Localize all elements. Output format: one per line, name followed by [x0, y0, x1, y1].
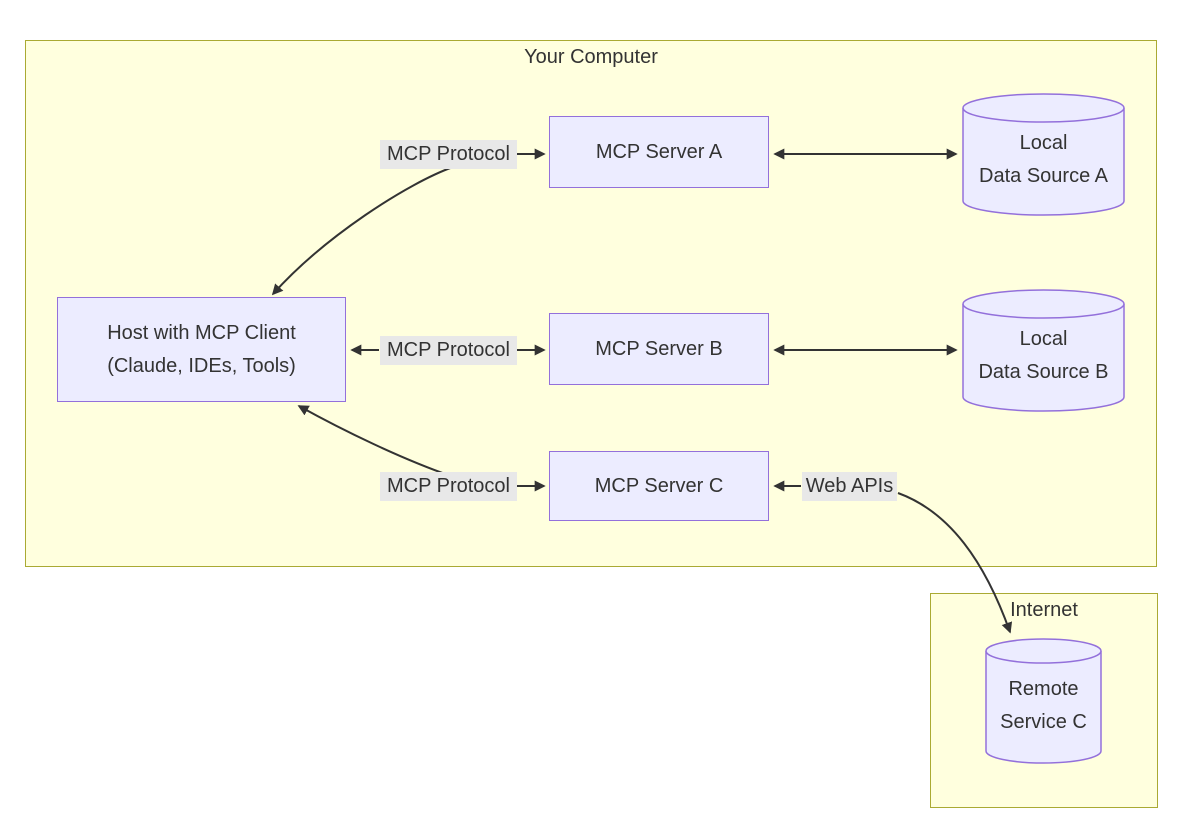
- data-source-b-line2: Data Source B: [978, 360, 1109, 383]
- data-source-a-line2: Data Source A: [979, 164, 1108, 187]
- node-mcp-server-c: MCP Server C: [549, 451, 769, 521]
- edge-label-mcp-protocol-b: MCP Protocol: [380, 336, 517, 365]
- remote-service-c-line1: Remote: [1008, 678, 1079, 700]
- node-host-with-mcp-client: Host with MCP Client (Claude, IDEs, Tool…: [57, 297, 346, 402]
- cylinder-icon: [962, 93, 1125, 216]
- node-mcp-server-b: MCP Server B: [549, 313, 769, 385]
- edge-label-mcp-protocol-a: MCP Protocol: [380, 140, 517, 169]
- node-local-data-source-b: Local Data Source B: [962, 289, 1125, 412]
- node-remote-service-c: Remote Service C: [985, 638, 1102, 764]
- data-source-a-line1: Local: [1019, 131, 1068, 154]
- edge-label-web-apis: Web APIs: [802, 472, 897, 501]
- remote-service-c-line2: Service C: [1000, 711, 1087, 733]
- group-internet-title: Internet: [1010, 599, 1078, 621]
- node-mcp-server-a: MCP Server A: [549, 116, 769, 188]
- node-local-data-source-a: Local Data Source A: [962, 93, 1125, 216]
- node-host-line1: Host with MCP Client: [107, 321, 296, 344]
- cylinder-icon: [962, 289, 1125, 412]
- edge-label-mcp-protocol-c: MCP Protocol: [380, 472, 517, 501]
- node-host-line2: (Claude, IDEs, Tools): [107, 354, 296, 377]
- node-mcp-server-b-label: MCP Server B: [595, 337, 723, 360]
- node-mcp-server-c-label: MCP Server C: [594, 474, 724, 497]
- node-mcp-server-a-label: MCP Server A: [595, 140, 723, 163]
- data-source-b-line1: Local: [1019, 327, 1068, 350]
- cylinder-icon: [985, 638, 1102, 764]
- group-your-computer-title: Your Computer: [524, 46, 658, 68]
